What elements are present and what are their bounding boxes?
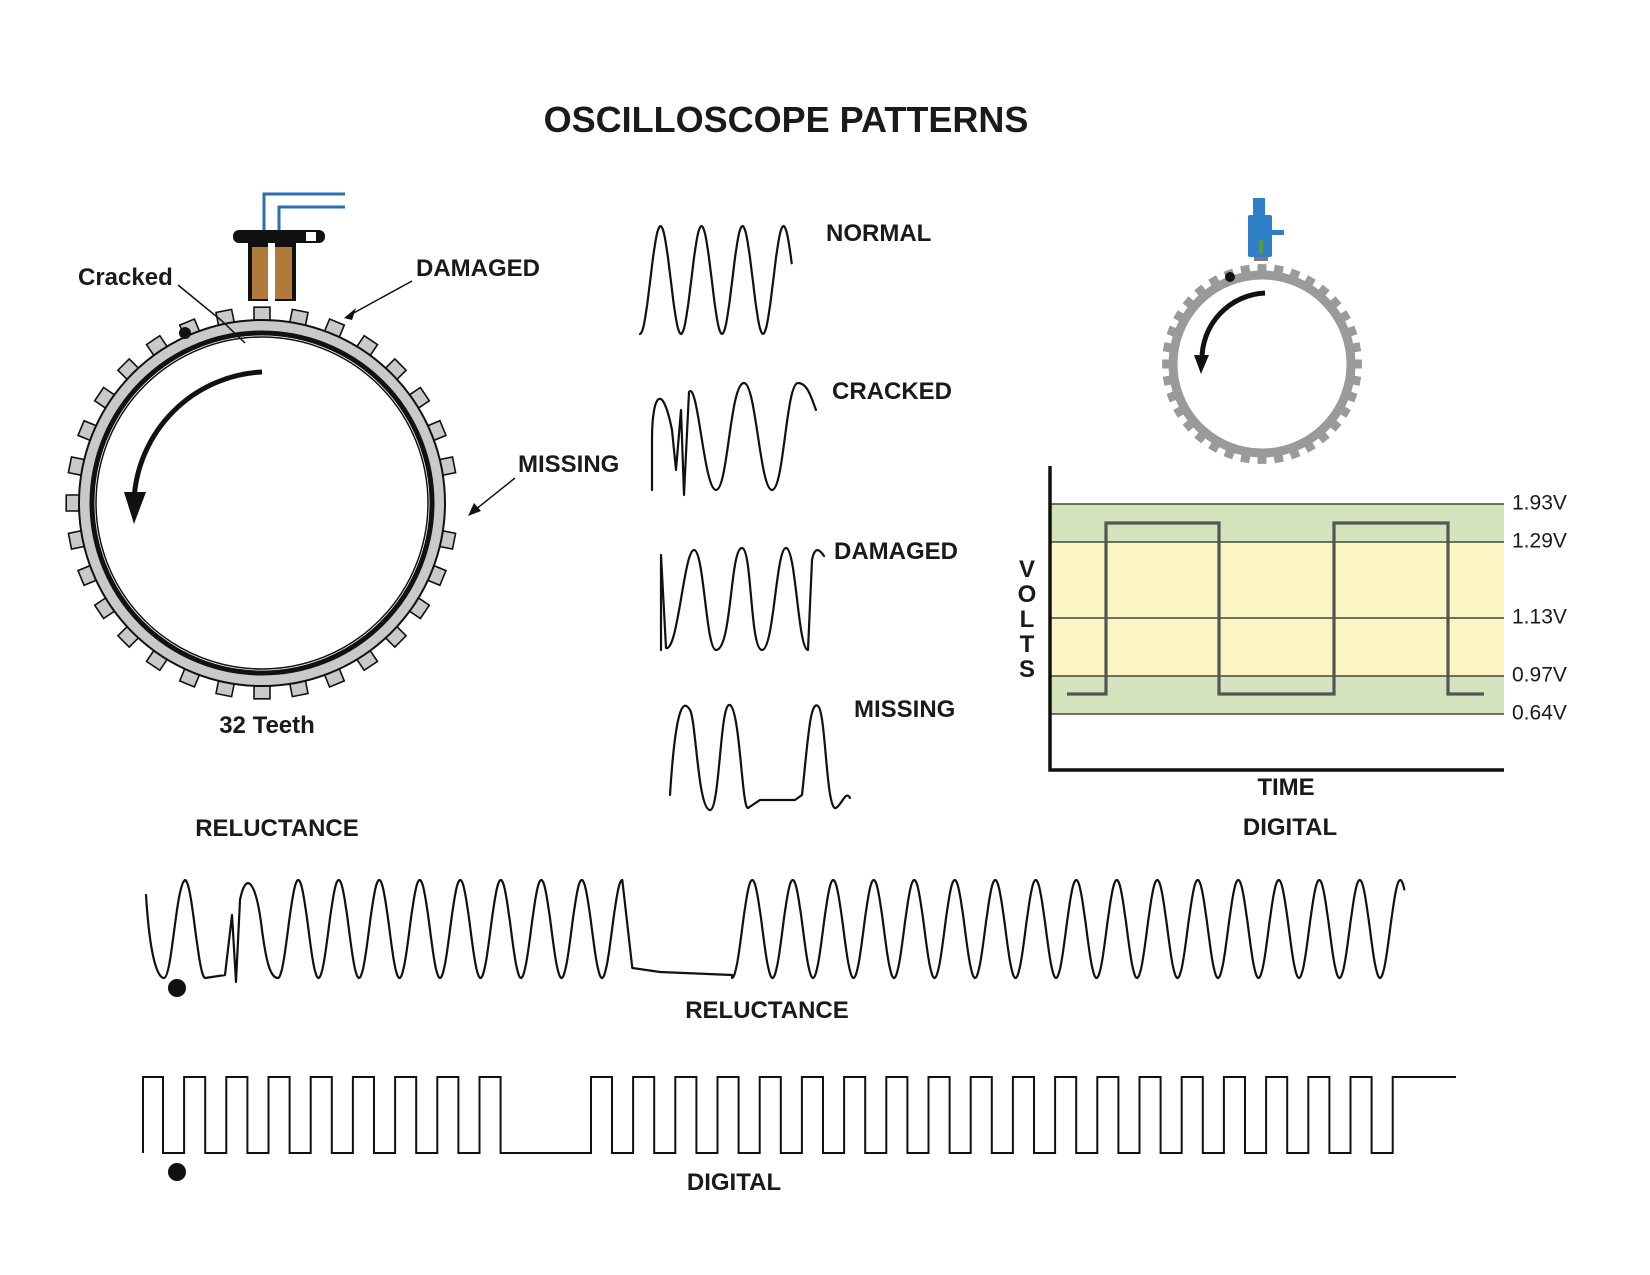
reluctance-wheel-outer-edge — [78, 319, 446, 687]
damaged-pattern-label: DAMAGED — [834, 538, 958, 565]
reluctance-wheel-teeth — [65, 306, 457, 700]
page-title: OSCILLOSCOPE PATTERNS — [544, 99, 1029, 140]
sensor-pole-piece — [268, 243, 275, 301]
crack-mark — [221, 320, 246, 344]
damaged-callout-label: DAMAGED — [416, 255, 540, 282]
level-label-1.93: 1.93V — [1512, 492, 1567, 515]
missing-callout-label: MISSING — [518, 451, 619, 478]
reluctance-wheel: Cracked DAMAGED MISSING 32 Teeth RELUCTA… — [65, 192, 619, 842]
missing-pattern-label: MISSING — [854, 696, 955, 723]
digital-square-trace — [1067, 521, 1484, 696]
level-label-0.64: 0.64V — [1512, 702, 1567, 725]
digital-trace-start-dot — [168, 1163, 186, 1181]
reluctance-wheel-inner-edge — [89, 330, 435, 676]
missing-callout-arrowhead — [468, 503, 481, 516]
digital-rotation-arrowhead — [1194, 355, 1209, 374]
sensor-connector — [1253, 198, 1265, 218]
pattern-column: NORMAL CRACKED DAMAGED MISSING — [638, 220, 958, 812]
damaged-pattern-trace — [659, 546, 826, 652]
digital-caption: DIGITAL — [1243, 814, 1337, 841]
cracked-pattern-trace — [650, 381, 818, 497]
magnetic-pickup-sensor — [233, 192, 345, 301]
rotation-arrowhead — [124, 492, 146, 524]
hall-effect-sensor — [1248, 198, 1284, 261]
missing-callout-leader — [474, 477, 516, 511]
reference-dot — [179, 327, 191, 339]
cracked-callout-label: Cracked — [78, 264, 173, 291]
long-reluctance-trace-group: RELUCTANCE — [144, 878, 1406, 1024]
level-label-1.13: 1.13V — [1512, 606, 1567, 629]
cracked-callout-leader — [177, 284, 223, 322]
long-digital-trace — [142, 1076, 1456, 1154]
long-reluctance-caption: RELUCTANCE — [685, 997, 849, 1024]
long-digital-trace-group: DIGITAL — [142, 1076, 1456, 1196]
level-label-1.29: 1.29V — [1512, 530, 1567, 553]
normal-pattern-trace — [638, 224, 793, 336]
normal-pattern-label: NORMAL — [826, 220, 931, 247]
reluctance-wheel-ring — [79, 320, 445, 686]
reluctance-caption: RELUCTANCE — [195, 815, 359, 842]
sensor-tab — [1272, 230, 1284, 235]
digital-sensor-wheel — [1162, 198, 1362, 464]
reluctance-trace-start-dot — [168, 979, 186, 997]
x-axis-label: TIME — [1257, 774, 1314, 801]
sensor-housing — [1248, 215, 1272, 257]
sensor-tip — [1254, 257, 1268, 261]
damaged-callout-leader — [349, 280, 413, 316]
teeth-count-label: 32 Teeth — [219, 712, 315, 739]
cracked-pattern-label: CRACKED — [832, 378, 952, 405]
sensor-element — [1259, 240, 1263, 254]
rotation-arrow — [131, 369, 263, 501]
long-digital-caption: DIGITAL — [687, 1169, 781, 1196]
missing-pattern-trace — [668, 703, 852, 812]
long-reluctance-trace — [144, 878, 1406, 984]
digital-wheel-ring — [1168, 270, 1356, 458]
digital-reference-dot — [1225, 272, 1235, 282]
damaged-callout-arrowhead — [344, 308, 356, 320]
level-label-0.97: 0.97V — [1512, 664, 1567, 687]
inner-voltage-band — [1050, 542, 1504, 676]
sensor-mount-hole — [306, 232, 316, 241]
graph-axes — [1048, 466, 1504, 772]
sensor-mount-flange — [233, 230, 325, 243]
reluctance-wheel-bore — [95, 336, 429, 670]
digital-rotation-arrow — [1199, 290, 1266, 361]
